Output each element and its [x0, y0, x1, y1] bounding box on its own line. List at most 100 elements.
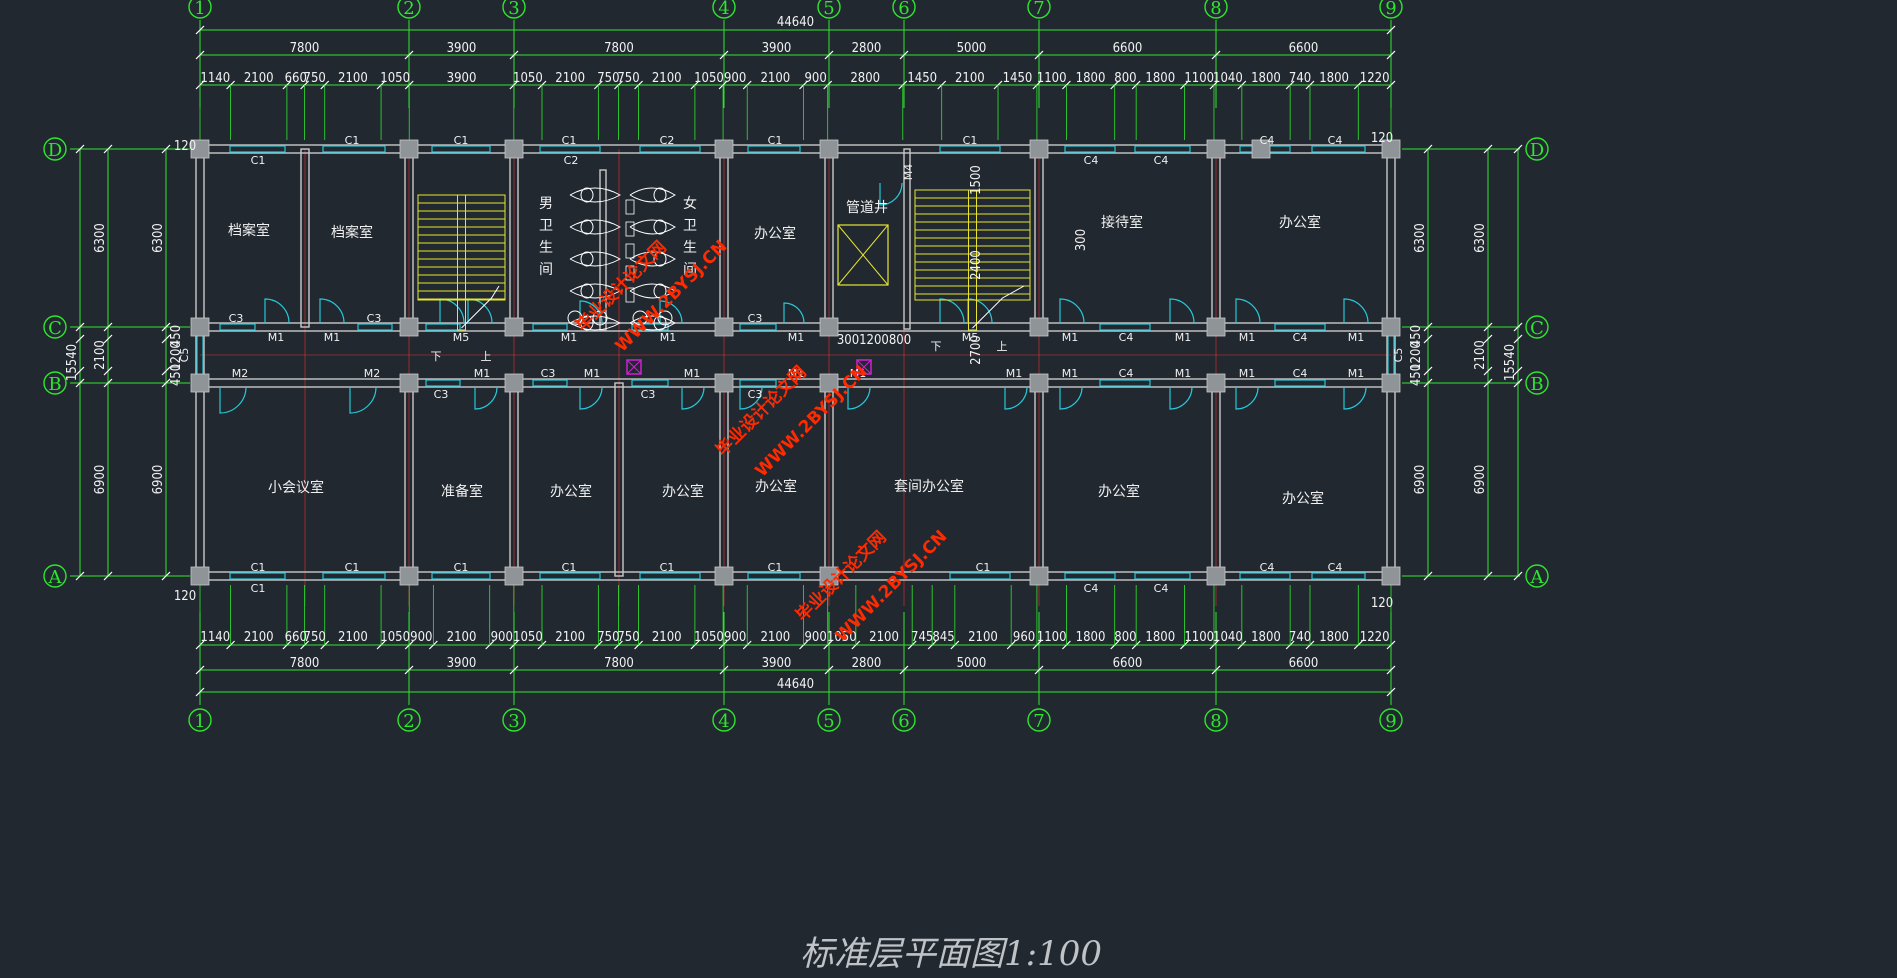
- dim-tick: [1423, 334, 1433, 344]
- dim-top-detail-24: 1100: [1184, 71, 1214, 86]
- label-corridor-s-7: M1: [684, 367, 701, 380]
- dim-bottom-detail-2: 660: [285, 630, 307, 645]
- label-corridor-s-4: C3: [541, 367, 556, 380]
- label-window-top-inner-3: C4: [1154, 154, 1169, 167]
- door-south-1: [349, 386, 377, 414]
- dim-bottom-detail-15: 900: [724, 630, 746, 645]
- grid-bubble-right-0: [1525, 137, 1549, 161]
- dim-right-inner-2: 1200: [1409, 341, 1424, 371]
- dim-tick: [195, 50, 205, 60]
- column-4-0: [819, 139, 839, 159]
- grid-bubble-bottom-4: [817, 708, 841, 732]
- dim-bay-bottom-5: 5000: [957, 656, 987, 671]
- dim-bottom-detail-6: 900: [410, 630, 432, 645]
- room-0: 档案室: [228, 222, 270, 239]
- dim-bay-bottom-3: 3900: [762, 656, 792, 671]
- window-corr-n-1: [357, 323, 393, 331]
- label-corridor-s-15: M1: [1239, 367, 1256, 380]
- door-north-10: [1169, 298, 1195, 324]
- watermarks: 毕业设计论文网WWW.2BYSJ.CN毕业设计论文网WWW.2BYSJ.CN毕业…: [572, 237, 952, 647]
- window-corr-s-4: [1099, 379, 1151, 387]
- grid-bubble-right-3: [1525, 564, 1549, 588]
- dim-top-detail-8: 2100: [555, 71, 585, 86]
- dim-tick: [719, 50, 729, 60]
- door-south-3: [579, 386, 603, 410]
- dim-tick: [1386, 50, 1396, 60]
- dim-bay-top-2: 7800: [604, 41, 634, 56]
- restroom-men-char-3: 间: [539, 262, 553, 278]
- dim-tick: [1034, 665, 1044, 675]
- grid-bubble-left-2: [43, 371, 67, 395]
- dim-bottom-detail-17: 900: [804, 630, 826, 645]
- dim-bottom-detail-0: 1140: [200, 630, 230, 645]
- column-1-1: [399, 317, 419, 337]
- restroom-women-char-1: 卫: [683, 218, 697, 234]
- label-window-bottom-5: C1: [251, 561, 266, 574]
- dim-bay-top-5: 5000: [957, 41, 987, 56]
- label-m4: M4: [902, 164, 915, 181]
- column-0-3: [190, 566, 210, 586]
- window-corr-s-5: [1274, 379, 1326, 387]
- label-corridor-s-12: M1: [1062, 367, 1079, 380]
- dim-top-detail-28: 1800: [1319, 71, 1349, 86]
- window-corr-n-0: [219, 323, 256, 331]
- dim-top-detail-3: 750: [304, 71, 326, 86]
- dim-left-inner-4: 6900: [151, 465, 166, 495]
- dim-bay-bottom-0: 7800: [290, 656, 320, 671]
- restroom-men-char-0: 男: [539, 196, 553, 212]
- label-corridor-s-11: M1: [1006, 367, 1023, 380]
- dim-tick: [1483, 322, 1493, 332]
- label-corridor-n-3: M1: [324, 331, 341, 344]
- column-2-3: [504, 566, 524, 586]
- label-window-bottom-6: C1: [976, 561, 991, 574]
- dim-bay-top-6: 6600: [1113, 41, 1143, 56]
- label-corridor-s-16: C4: [1293, 367, 1308, 380]
- column-2-0: [504, 139, 524, 159]
- toilet-stall: [569, 315, 622, 331]
- window-top-3: [539, 145, 601, 153]
- door-north-1: [319, 298, 345, 324]
- grid-label-right-1: C: [1530, 318, 1544, 339]
- window-top-2: [431, 145, 491, 153]
- dim-tick: [509, 50, 519, 60]
- label-corridor-s-13: C4: [1119, 367, 1134, 380]
- toilet-stall: [569, 219, 622, 235]
- dim-bottom-detail-29: 1040: [1213, 630, 1243, 645]
- grid-label-left-2: B: [48, 374, 61, 395]
- dim-stair-4: 1200: [859, 333, 889, 348]
- door-north-7: [939, 298, 965, 324]
- window-top-0: [229, 145, 286, 153]
- dim-tick: [1386, 25, 1396, 35]
- dim-right-inner-4: 6900: [1413, 465, 1428, 495]
- dim-bottom-detail-1: 2100: [244, 630, 274, 645]
- label-corridor-s-8: C3: [748, 388, 763, 401]
- label-window-top-5: C1: [963, 134, 978, 147]
- sink-2: [632, 310, 648, 326]
- dim-top-detail-23: 1800: [1145, 71, 1175, 86]
- label-corridor-n-8: M1: [788, 331, 805, 344]
- toilet: [653, 315, 667, 331]
- label-c5-east: C5: [1392, 348, 1405, 363]
- window-bottom-6: [949, 572, 1011, 580]
- label-corridor-n-0: C3: [229, 312, 244, 325]
- dim-overall-bottom: 44640: [777, 677, 814, 692]
- drawing-title: 标准层平面图1:100: [800, 934, 1102, 974]
- window-corr-n-5: [739, 323, 777, 331]
- dim-tick: [509, 665, 519, 675]
- room-8: 办公室: [662, 483, 704, 500]
- dim-bottom-detail-13: 2100: [652, 630, 682, 645]
- dim-bottom-detail-9: 1050: [513, 630, 543, 645]
- label-window-bottom-1: C1: [454, 561, 469, 574]
- dim-bottom-detail-14: 1050: [694, 630, 724, 645]
- grid-bubble-top-4: [817, 0, 841, 19]
- room-6: 准备室: [441, 483, 483, 500]
- stair-east-rail: [968, 189, 977, 331]
- dim-left-outer-0: 6300: [93, 223, 108, 253]
- room-1: 档案室: [331, 224, 373, 241]
- grid-label-bottom-1: 2: [403, 711, 414, 732]
- dim-top-detail-25: 1040: [1213, 71, 1243, 86]
- door-north-12: [1343, 298, 1369, 324]
- grid-label-bottom-5: 6: [898, 711, 909, 732]
- grid-bubble-bottom-6: [1027, 708, 1051, 732]
- toilet: [653, 187, 667, 203]
